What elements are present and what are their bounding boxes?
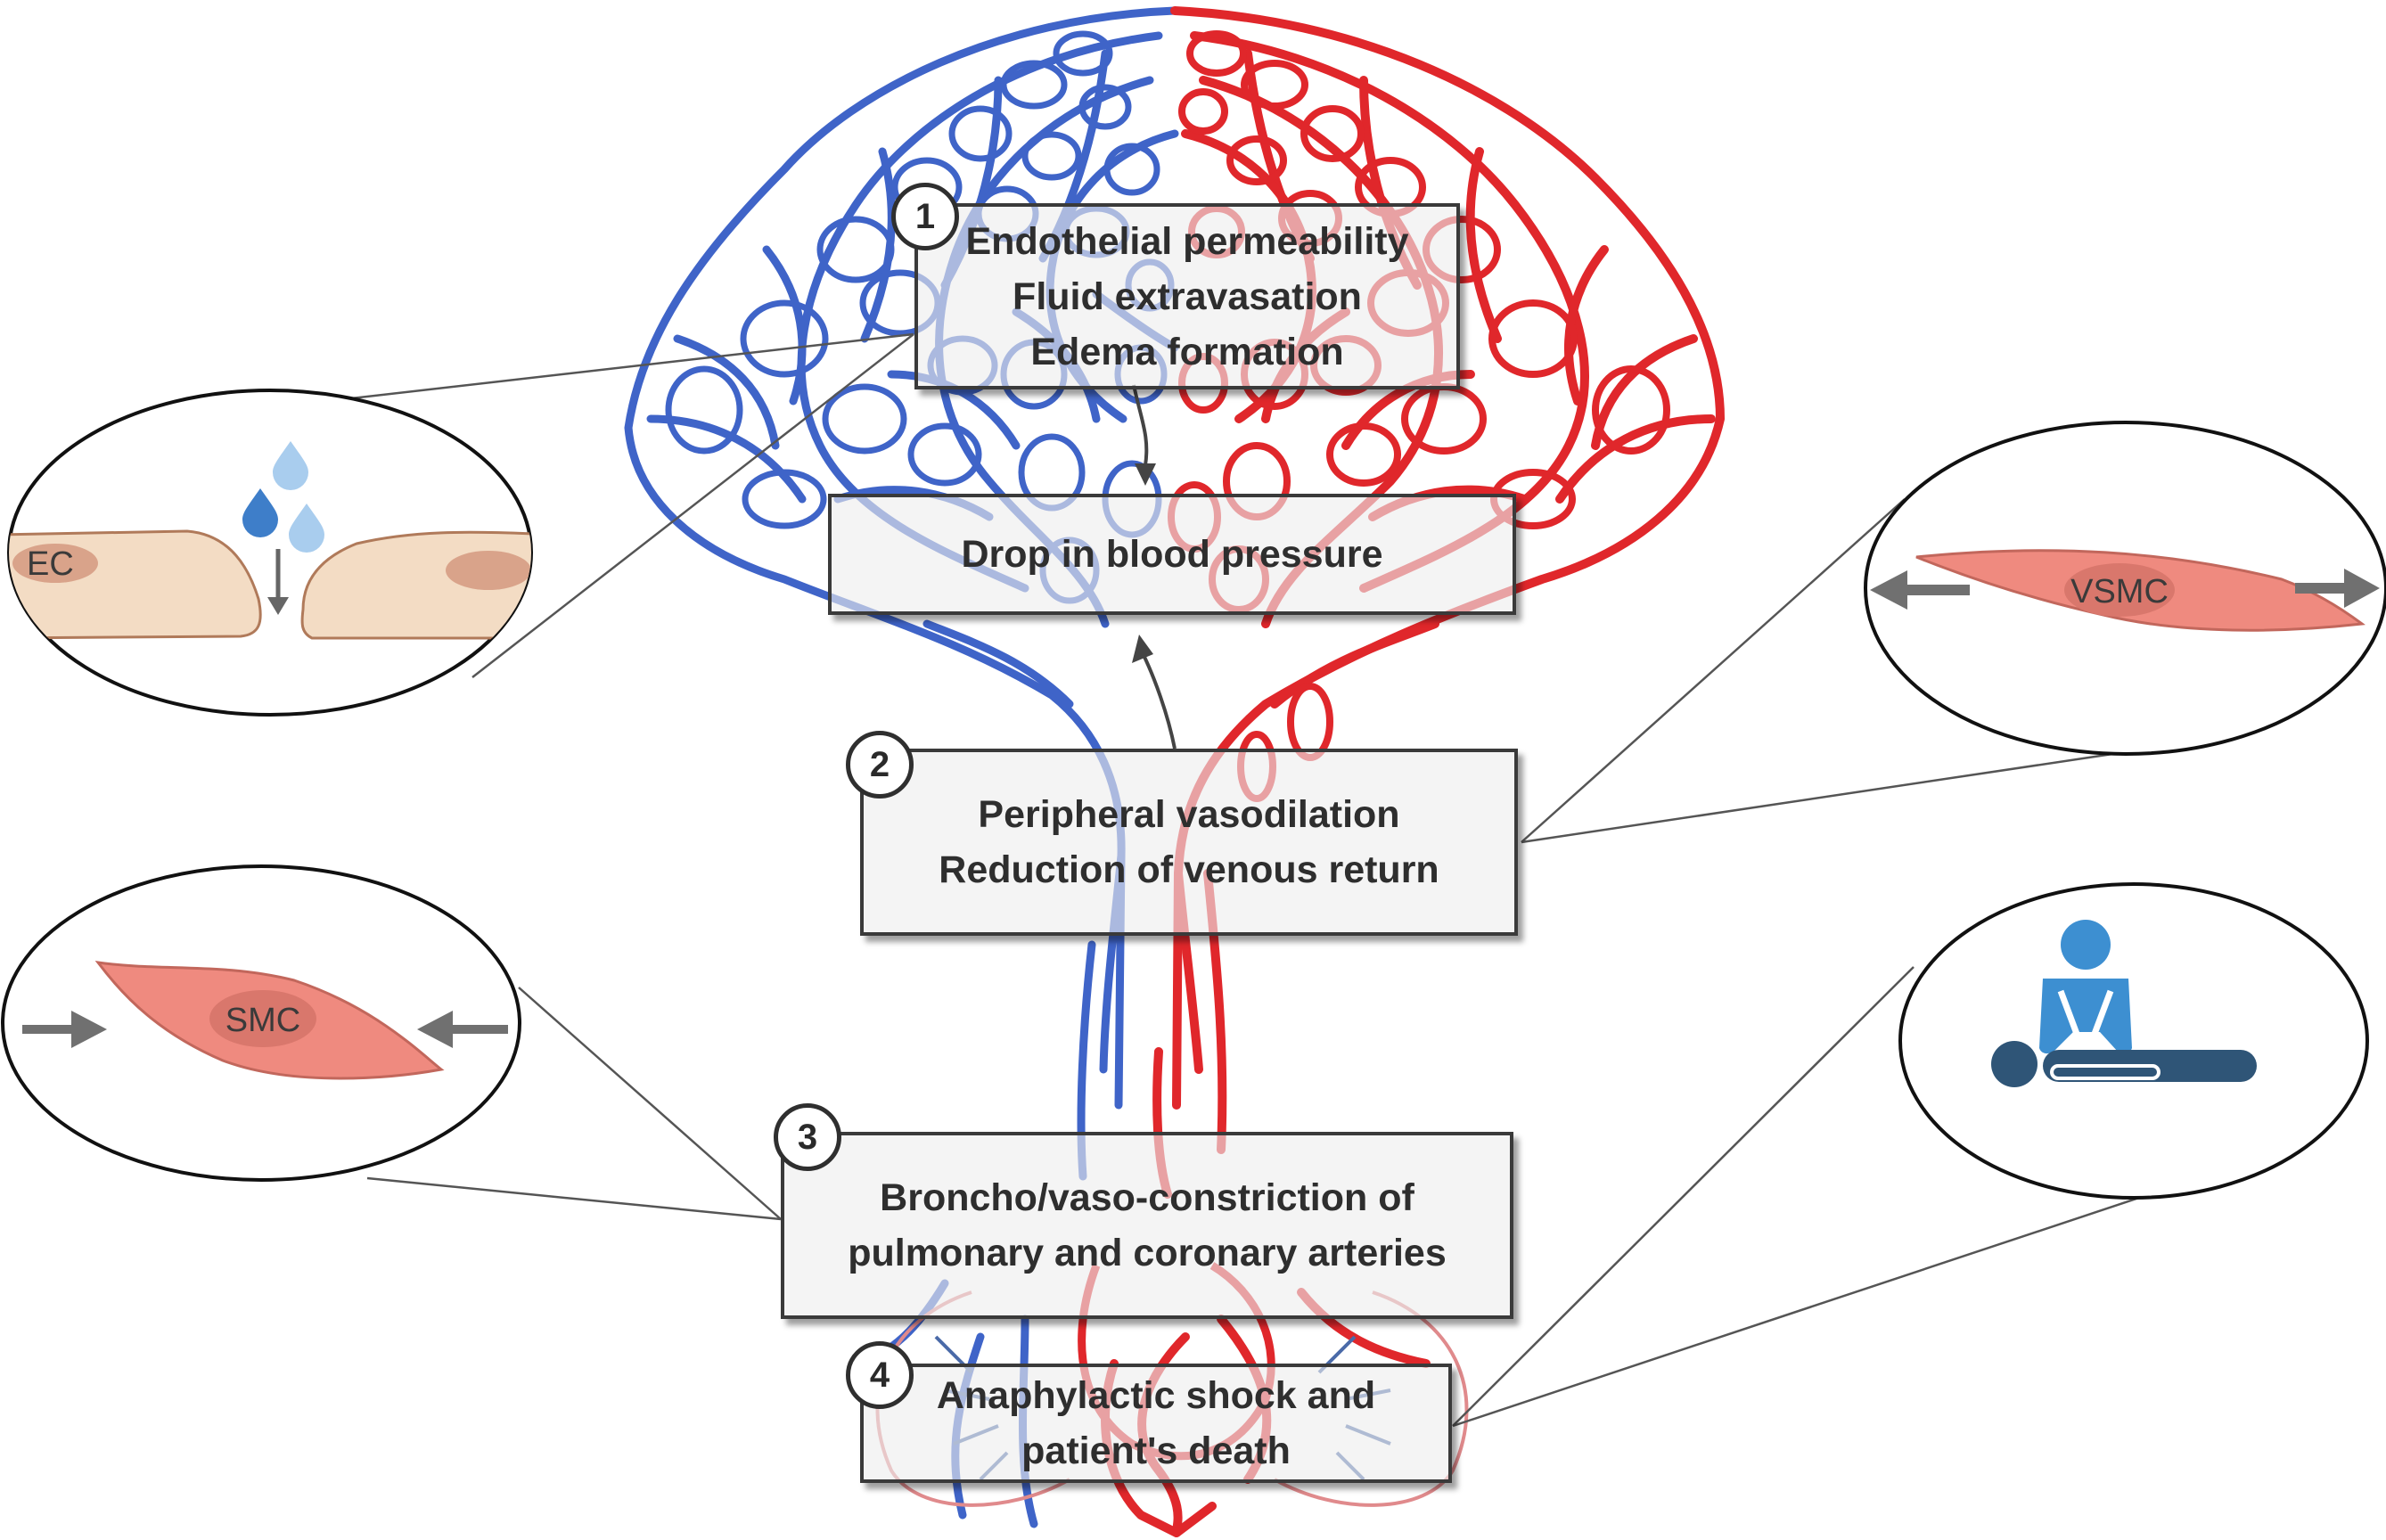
vsmc-label: VSMC xyxy=(2070,573,2169,610)
cell-nucleus-right xyxy=(446,551,531,590)
drop-in-blood-pressure-label: Drop in blood pressure xyxy=(961,533,1383,576)
step-4-line-2: patient's death xyxy=(1021,1429,1291,1472)
step-1-badge: 1 xyxy=(891,183,959,250)
step-3-line-2: pulmonary and coronary arteries xyxy=(848,1232,1447,1274)
step-1-line-3: Edema formation xyxy=(1030,330,1344,373)
arrow-step1-to-drop xyxy=(1132,384,1156,486)
step-2-line-1: Peripheral vasodilation xyxy=(978,793,1400,836)
step-1-line-1: Endothelial permeability xyxy=(965,219,1409,263)
step-2-box: Peripheral vasodilation Reduction of ven… xyxy=(860,749,1518,936)
cell-nucleus-left xyxy=(12,544,98,583)
contraction-arrows-icon xyxy=(22,1011,508,1048)
relaxation-arrows-icon xyxy=(1870,569,2380,610)
arrow-step2-to-drop xyxy=(1132,635,1177,750)
step-2-line-2: Reduction of venous return xyxy=(939,848,1439,891)
inset-smooth-muscle: SMC xyxy=(1,864,521,1182)
drop-in-blood-pressure-box: Drop in blood pressure xyxy=(828,494,1516,615)
step-4-line-1: Anaphylactic shock and xyxy=(936,1374,1376,1417)
step-1-line-2: Fluid extravasation xyxy=(1013,274,1362,318)
cpr-icon xyxy=(1991,920,2257,1087)
inset-vascular-smooth-muscle: VSMC xyxy=(1864,421,2386,756)
step-4-box: Anaphylactic shock and patient's death xyxy=(860,1364,1452,1483)
step-3-box: Broncho/vaso-constriction of pulmonary a… xyxy=(781,1132,1513,1319)
step-3-badge: 3 xyxy=(774,1103,841,1171)
inset-resuscitation xyxy=(1898,882,2369,1200)
step-2-badge: 2 xyxy=(846,731,914,799)
step-3-line-1: Broncho/vaso-constriction of xyxy=(880,1176,1414,1219)
ec-label: EC xyxy=(27,545,74,583)
step-4-badge: 4 xyxy=(846,1341,914,1409)
connector-lines xyxy=(311,332,2167,1428)
water-drop-icon xyxy=(242,441,324,553)
step-1-box: Endothelial permeability Fluid extravasa… xyxy=(914,203,1460,389)
smc-label: SMC xyxy=(225,1002,300,1039)
inset-endothelium: EC xyxy=(7,389,533,717)
